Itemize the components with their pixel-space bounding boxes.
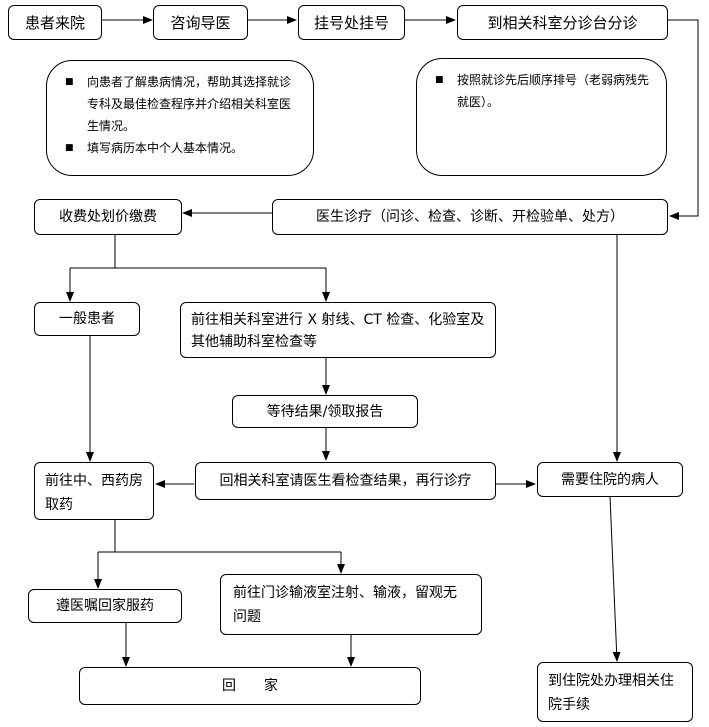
patient-arrive-box: 患者来院 — [8, 5, 102, 40]
guide-note-text-1: 向患者了解患病情况，帮助其选择就诊专科及最佳检查程序并介绍相关科室医生情况。 — [87, 75, 292, 133]
triage-note-item: ■ 按照就诊先后顺序排号（老弱病残先就医）。 — [435, 69, 652, 113]
go-home-box: 回 家 — [79, 667, 421, 705]
general-patient-box: 一般患者 — [34, 302, 140, 336]
inpatient-need-box: 需要住院的病人 — [537, 462, 683, 497]
guide-note-item: ■ 向患者了解患病情况，帮助其选择就诊专科及最佳检查程序并介绍相关科室医生情况。 — [65, 71, 299, 137]
take-medicine-home-box: 遵医嘱回家服药 — [28, 589, 182, 623]
triage-note: ■ 按照就诊先后顺序排号（老弱病残先就医）。 — [416, 58, 667, 176]
triage-desk-box: 到相关科室分诊台分诊 — [457, 5, 668, 40]
triage-note-text-1: 按照就诊先后顺序排号（老弱病残先就医）。 — [457, 73, 650, 109]
consult-guide-box: 咨询导医 — [153, 5, 248, 40]
arrow-triage-to-doctor — [668, 19, 699, 220]
doctor-diagnosis-box: 医生诊疗（问诊、检查、诊断、开检验单、处方） — [272, 199, 668, 235]
bullet-square-icon: ■ — [65, 143, 74, 153]
registration-box: 挂号处挂号 — [298, 5, 405, 40]
guide-note-item: ■ 填写病历本中个人基本情况。 — [65, 137, 299, 159]
infusion-room-box: 前往门诊输液室注射、输液，留观无问题 — [220, 574, 482, 635]
auxiliary-exam-box: 前往相关科室进行 X 射线、CT 检查、化验室及其他辅助科室检查等 — [180, 302, 496, 358]
revisit-doctor-box: 回相关科室请医生看检查结果，再行诊疗 — [195, 462, 496, 500]
pharmacy-box: 前往中、西药房取药 — [34, 462, 154, 520]
admission-procedure-box: 到住院处办理相关住院手续 — [537, 662, 693, 722]
bullet-square-icon: ■ — [435, 75, 444, 85]
guide-note-text-2: 填写病历本中个人基本情况。 — [87, 141, 244, 155]
payment-box: 收费处划价缴费 — [34, 199, 182, 235]
arrow-inpatient-to-admission — [609, 496, 621, 662]
wait-results-box: 等待结果/领取报告 — [232, 395, 418, 428]
guide-note: ■ 向患者了解患病情况，帮助其选择就诊专科及最佳检查程序并介绍相关科室医生情况。… — [46, 60, 314, 176]
bullet-square-icon: ■ — [65, 77, 74, 87]
